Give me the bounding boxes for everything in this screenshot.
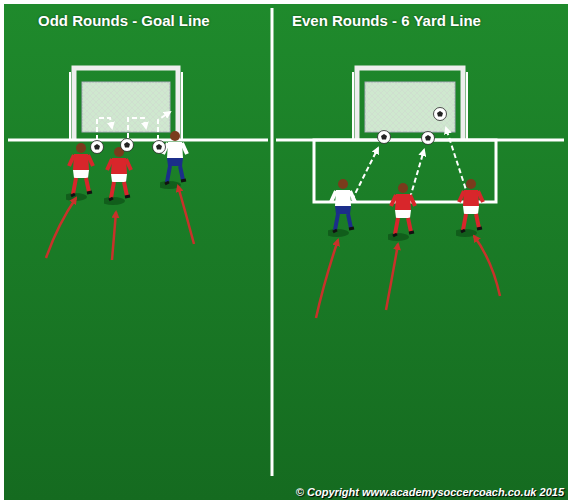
panel-title: Even Rounds - 6 Yard Line [292, 12, 481, 29]
copyright-watermark: © Copyright www.academysoccercoach.co.uk… [296, 486, 564, 498]
panel-title: Odd Rounds - Goal Line [38, 12, 210, 29]
